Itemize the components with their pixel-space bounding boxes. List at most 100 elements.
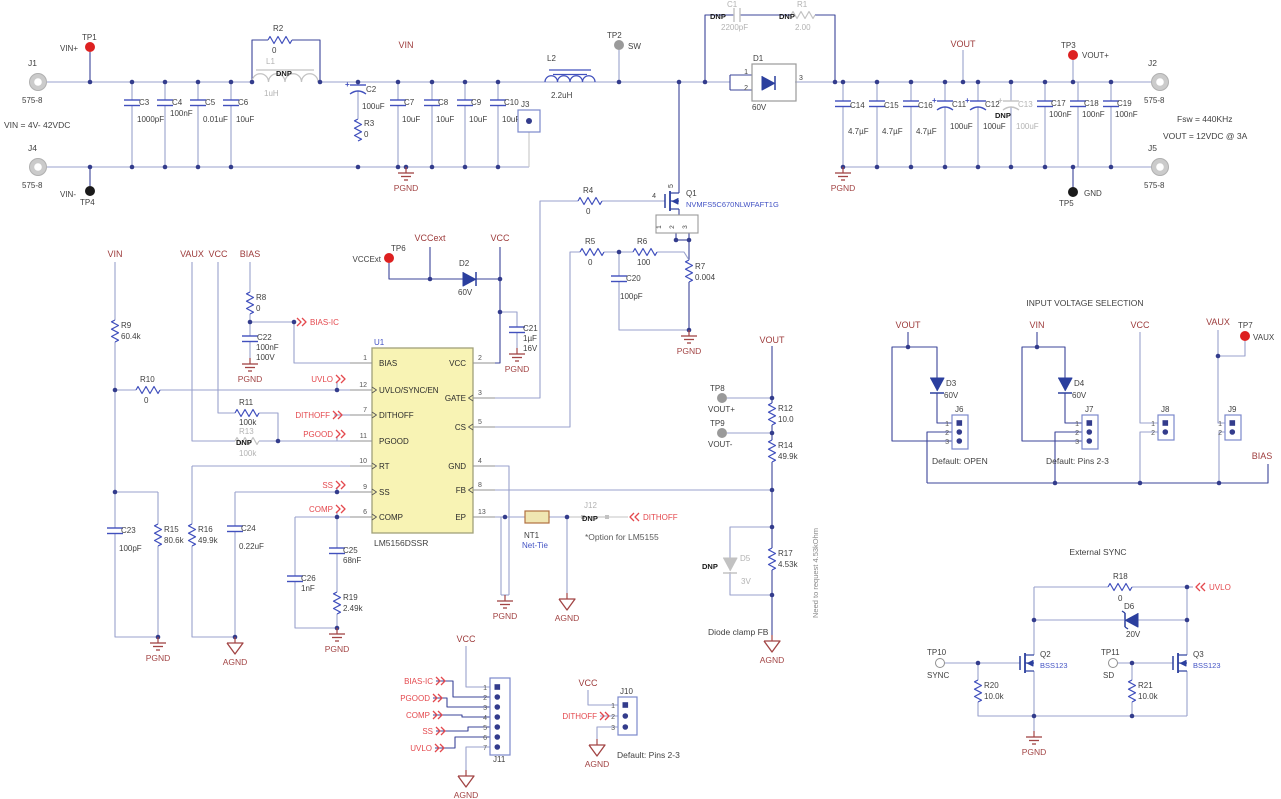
resistor-R4: R40: [577, 186, 603, 216]
svg-text:PGOOD: PGOOD: [303, 430, 333, 439]
svg-text:Need to request 4.53kOhm: Need to request 4.53kOhm: [811, 528, 820, 618]
inductor-L2: L22.2uH: [544, 54, 596, 100]
svg-text:100uF: 100uF: [1016, 122, 1039, 131]
svg-text:12: 12: [359, 382, 367, 389]
svg-text:UVLO/SYNC/EN: UVLO/SYNC/EN: [379, 386, 439, 395]
svg-text:GND: GND: [1084, 189, 1102, 198]
svg-text:DITHOFF: DITHOFF: [379, 411, 414, 420]
net-arrow-dithoff: DITHOFF: [629, 512, 678, 522]
svg-text:BIAS-IC: BIAS-IC: [404, 677, 433, 686]
annotation: Default: Pins 2-3: [1046, 456, 1109, 466]
svg-text:C9: C9: [471, 98, 482, 107]
svg-text:1: 1: [1151, 421, 1155, 428]
svg-text:100nF: 100nF: [1082, 110, 1105, 119]
svg-text:J6: J6: [955, 405, 964, 414]
agnd-symbol: AGND: [454, 770, 478, 799]
svg-text:C24: C24: [241, 524, 256, 533]
svg-text:100nF: 100nF: [170, 109, 193, 118]
svg-text:TP8: TP8: [710, 384, 725, 393]
svg-text:PGND: PGND: [493, 611, 518, 621]
svg-text:C4: C4: [172, 98, 183, 107]
net-arrow-dithoff: DITHOFF: [562, 711, 610, 721]
svg-text:PGOOD: PGOOD: [379, 437, 409, 446]
svg-text:Q2: Q2: [1040, 650, 1051, 659]
svg-text:1000pF: 1000pF: [137, 115, 164, 124]
svg-text:DITHOFF: DITHOFF: [562, 712, 597, 721]
svg-text:60V: 60V: [944, 391, 959, 400]
svg-text:R19: R19: [343, 593, 358, 602]
svg-text:J3: J3: [521, 100, 530, 109]
svg-text:2.00: 2.00: [795, 23, 811, 32]
svg-text:2: 2: [669, 225, 676, 229]
svg-text:DNP: DNP: [276, 69, 292, 78]
net-label-vin: VIN: [398, 40, 413, 50]
svg-text:R4: R4: [583, 186, 594, 195]
svg-text:Q3: Q3: [1193, 650, 1204, 659]
svg-text:C6: C6: [238, 98, 249, 107]
svg-text:J10: J10: [620, 687, 633, 696]
svg-text:49.9k: 49.9k: [198, 536, 219, 545]
svg-text:NT1: NT1: [524, 531, 540, 540]
svg-text:EP: EP: [455, 513, 466, 522]
svg-text:PGND: PGND: [831, 183, 856, 193]
svg-text:C14: C14: [850, 101, 865, 110]
svg-text:2: 2: [744, 85, 748, 92]
svg-text:R12: R12: [778, 404, 793, 413]
resistor-R8: R80: [245, 291, 267, 315]
svg-text:CS: CS: [455, 423, 466, 432]
svg-text:3V: 3V: [741, 577, 751, 586]
svg-text:R20: R20: [984, 681, 999, 690]
svg-text:8: 8: [478, 482, 482, 489]
svg-text:100uF: 100uF: [950, 122, 973, 131]
annotation: Diode clamp FB: [708, 627, 769, 637]
svg-text:2.49k: 2.49k: [343, 604, 364, 613]
svg-text:100k: 100k: [239, 418, 257, 427]
resistor-R2: R20: [267, 24, 293, 55]
svg-text:60V: 60V: [1072, 391, 1087, 400]
svg-text:6: 6: [483, 735, 487, 742]
svg-text:TP11: TP11: [1101, 648, 1120, 657]
net-label-bias: BIAS: [1252, 451, 1273, 461]
svg-text:2: 2: [945, 430, 949, 437]
svg-text:100uF: 100uF: [362, 102, 385, 111]
svg-text:J8: J8: [1161, 405, 1170, 414]
svg-text:49.9k: 49.9k: [778, 452, 799, 461]
svg-text:VOUT: VOUT: [895, 320, 921, 330]
annotation: 4: [652, 193, 656, 200]
svg-text:0: 0: [588, 258, 593, 267]
svg-text:TP5: TP5: [1059, 199, 1074, 208]
svg-text:10uF: 10uF: [436, 115, 454, 124]
net-arrow-ss: SS: [422, 726, 446, 736]
net-arrow-pgood: PGOOD: [400, 693, 443, 703]
net-label-vout: VOUT: [950, 39, 976, 49]
svg-text:R15: R15: [164, 525, 179, 534]
svg-text:3: 3: [799, 75, 803, 82]
svg-text:4: 4: [483, 715, 487, 722]
svg-text:C5: C5: [205, 98, 216, 107]
svg-text:1: 1: [483, 685, 487, 692]
svg-text:SYNC: SYNC: [927, 671, 949, 680]
svg-text:R2: R2: [273, 24, 284, 33]
svg-text:VAUX: VAUX: [1253, 333, 1275, 342]
svg-text:VOUT+: VOUT+: [708, 405, 735, 414]
svg-text:10.0k: 10.0k: [984, 692, 1005, 701]
